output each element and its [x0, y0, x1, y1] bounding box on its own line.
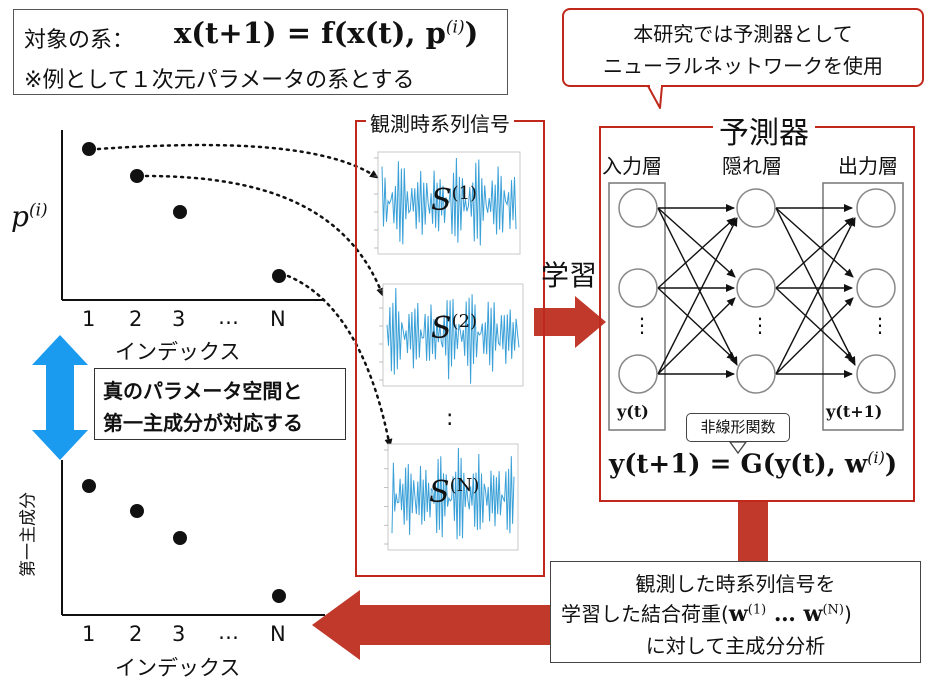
predictor-down-connector: [738, 500, 768, 562]
analysis-arrow: [312, 590, 552, 660]
output-node-1: [856, 188, 896, 228]
top-xtick-n: N: [270, 307, 286, 331]
top-point-2: [130, 169, 144, 183]
analysis-line1: 観測した時系列信号を: [635, 572, 836, 596]
signal-label-1: S(1): [431, 183, 478, 218]
bottom-plot-points: [82, 479, 286, 603]
system-box: 対象の系： x(t+1) = f(x(t), p(i)) ※例として１次元パラメ…: [13, 9, 508, 95]
hidden-layer-label: 隠れ層: [722, 154, 782, 178]
learning-label: 学習: [541, 259, 598, 292]
analysis-line3: に対して主成分分析: [645, 634, 826, 658]
top-xtick-1: 1: [82, 307, 96, 331]
predictor-title: 予測器: [713, 108, 815, 152]
callout-line2: ニューラルネットワークを使用: [603, 54, 883, 78]
input-node-1: [618, 188, 658, 228]
output-layer-label: 出力層: [838, 154, 898, 178]
bottom-plot-ylabel: 第一主成分: [18, 492, 39, 577]
bottom-plot-xlabel: インデックス: [115, 656, 241, 680]
signal-label-2: S(2): [431, 311, 478, 346]
signal-plot-3: [384, 443, 519, 551]
callout-box: 本研究では予測器として ニューラルネットワークを使用: [562, 8, 924, 87]
top-point-3: [173, 205, 187, 219]
output-dots: ⋮: [870, 313, 890, 337]
bottom-point-2: [130, 504, 144, 518]
top-plot-xlabel: インデックス: [115, 340, 241, 364]
correspondence-line2: 第一主成分が対応する: [103, 411, 303, 435]
top-plot-axes: [61, 130, 325, 301]
signal-label-n: S(N): [429, 475, 480, 510]
signal-plot-2: [379, 283, 524, 387]
top-plot-ylabel: p(i): [11, 200, 48, 233]
input-dots: ⋮: [632, 313, 652, 337]
double-arrow-blue: [32, 335, 88, 460]
analysis-box: 観測した時系列信号を 学習した結合荷重(w(1) … w(N)) に対して主成分…: [550, 561, 921, 663]
bottom-point-n: [272, 589, 286, 603]
callout-tail: [647, 85, 663, 109]
system-note: ※例として１次元パラメータの系とする: [24, 68, 415, 93]
signal-trace: [386, 287, 520, 384]
output-var: y(t+1): [826, 402, 883, 421]
bottom-point-1: [82, 479, 96, 493]
top-point-n: [272, 269, 286, 283]
badge-tail: [728, 441, 748, 455]
bottom-xtick-1: 1: [82, 622, 96, 646]
neural-network: [608, 182, 904, 431]
top-plot-points: [82, 142, 286, 283]
signals-title: 観測時系列信号: [366, 108, 514, 137]
system-label: 対象の系：: [24, 28, 135, 53]
predictor-equation: y(t+1) = G(y(t), w(i)): [609, 448, 898, 480]
input-node-3: [618, 354, 658, 394]
output-node-2: [856, 268, 896, 308]
top-point-1: [82, 142, 96, 156]
hidden-node-2: [736, 268, 776, 308]
callout-line1: 本研究では予測器として: [633, 22, 853, 46]
signals-ellipsis: :: [446, 406, 454, 431]
signal-trace: [391, 447, 515, 540]
correspondence-line1: 真のパラメータ空間と: [103, 379, 303, 403]
hidden-node-1: [736, 188, 776, 228]
top-xtick-2: 2: [129, 307, 143, 331]
hidden-dots: ⋮: [750, 313, 770, 337]
analysis-line2: 学習した結合荷重(w(1) … w(N)): [561, 601, 852, 627]
bottom-xtick-n: N: [270, 622, 286, 646]
bottom-point-3: [173, 531, 187, 545]
input-node-2: [618, 268, 658, 308]
nonlinear-badge: 非線形関数: [686, 413, 790, 442]
learning-arrow: [534, 296, 606, 348]
hidden-node-3: [736, 354, 776, 394]
top-xtick-ellipsis: …: [218, 305, 239, 329]
bottom-xtick-2: 2: [129, 622, 143, 646]
signal-plot-1: [374, 151, 521, 255]
output-node-3: [856, 354, 896, 394]
system-equation: x(t+1) = f(x(t), p(i)): [174, 16, 479, 50]
bottom-plot-axes: [61, 460, 325, 616]
correspondence-box: 真のパラメータ空間と 第一主成分が対応する: [94, 368, 346, 440]
bottom-xtick-3: 3: [172, 622, 186, 646]
top-xtick-3: 3: [172, 307, 186, 331]
input-layer-label: 入力層: [602, 154, 662, 178]
input-var: y(t): [617, 402, 649, 421]
signal-trace: [381, 157, 517, 246]
bottom-xtick-ellipsis: …: [218, 620, 239, 644]
